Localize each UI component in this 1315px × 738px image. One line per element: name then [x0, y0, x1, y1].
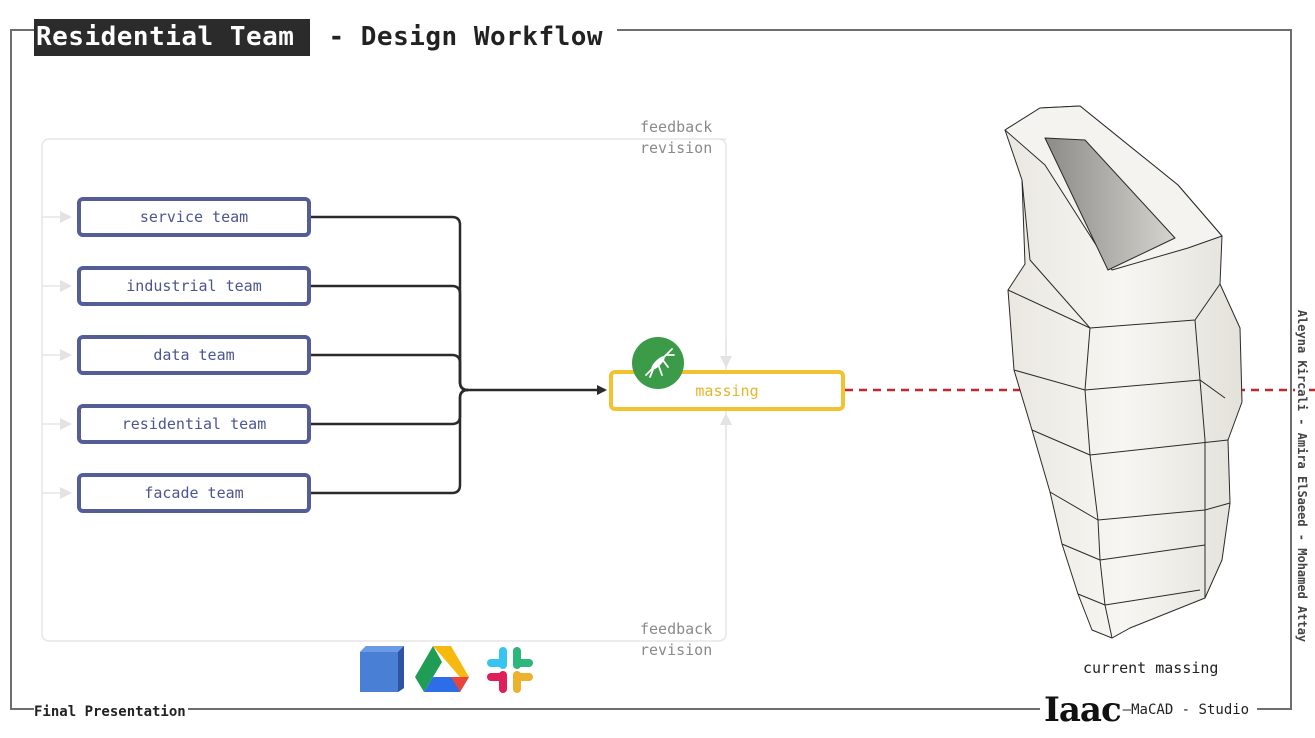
- model-caption: current massing: [1083, 659, 1219, 677]
- slack-icon: [485, 645, 535, 699]
- studio-label: —MaCAD - Studio: [1122, 702, 1250, 718]
- footer-branding: Iaac —MaCAD - Studio: [1040, 690, 1258, 730]
- massing-label: massing: [695, 381, 759, 400]
- team-label: facade team: [144, 484, 244, 502]
- team-label: service team: [139, 208, 249, 226]
- team-service-box[interactable]: service team: [77, 197, 311, 237]
- feedback-loop: [41, 138, 732, 642]
- speckle-cube-icon: [358, 644, 408, 698]
- team-industrial-box[interactable]: industrial team: [77, 266, 311, 306]
- iaac-logo: Iaac: [1044, 690, 1122, 730]
- slide-frame: [10, 29, 1292, 710]
- feedback-label-top: feedback revision: [640, 118, 713, 157]
- slide-title: Residential Team - Design Workflow: [34, 18, 618, 56]
- footer-presentation-label: Final Presentation: [34, 704, 188, 720]
- title-main: Residential Team: [34, 18, 311, 56]
- team-residential-box[interactable]: residential team: [77, 404, 311, 444]
- title-sub: - Design Workflow: [328, 22, 604, 52]
- team-label: residential team: [121, 415, 267, 433]
- team-label: industrial team: [126, 277, 262, 295]
- grasshopper-icon: [632, 337, 684, 389]
- team-facade-box[interactable]: facade team: [77, 473, 311, 513]
- google-drive-icon: [415, 646, 469, 696]
- team-data-box[interactable]: data team: [77, 335, 311, 375]
- team-connectors: [311, 215, 607, 495]
- feedback-label-bottom: feedback revision: [640, 620, 713, 659]
- team-label: data team: [153, 346, 235, 364]
- authors-vertical-text: Aleyna Kircali - Amira ElSaeed - Mohamed…: [1295, 305, 1309, 647]
